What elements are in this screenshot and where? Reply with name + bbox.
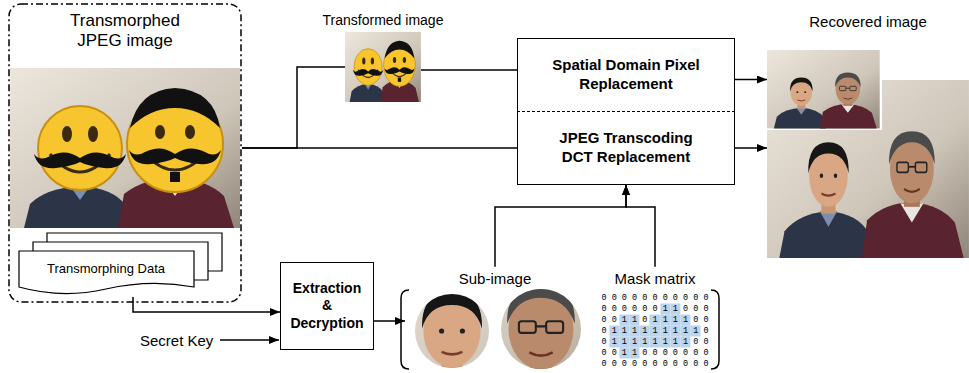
key-arrow [220, 339, 279, 341]
key-label: Secret Key [140, 332, 213, 349]
image-heading: Mask matrix [615, 270, 696, 287]
matrix-row: 0 1 1 1 1 1 1 1 1 0 0 [601, 337, 708, 348]
bracket [711, 290, 719, 369]
box-label: JPEG Transcoding DCT Replacement [551, 129, 701, 167]
photo-frame [765, 48, 882, 130]
connector [735, 147, 767, 149]
transformed-photo [345, 32, 421, 102]
matrix-row: 0 0 1 1 0 1 1 1 1 0 0 [601, 315, 708, 326]
data-stack: Transmorphing Data [18, 231, 223, 297]
sheet-text-area: Transmorphing Data [18, 251, 194, 287]
matrix-row: 0 0 1 1 0 0 0 0 0 0 0 [601, 348, 708, 359]
box-label: Spatial Domain Pixel Replacement [551, 56, 701, 94]
frame-title: Transmorphed JPEG image [50, 11, 200, 52]
sheet-label: Transmorphing Data [47, 261, 165, 277]
matrix-row: 0 0 0 0 0 0 1 1 0 0 0 [601, 304, 708, 315]
connector [242, 67, 345, 148]
dashed-border [9, 4, 241, 302]
heading-area: Recovered image [809, 13, 927, 30]
recovered-photo-small [767, 50, 880, 128]
process-box: Extraction & Decryption [280, 262, 374, 350]
bracket [401, 290, 409, 369]
matrix-row: 0 0 0 0 0 0 0 0 0 0 0 [601, 359, 708, 370]
image-heading: Transformed image [323, 12, 444, 28]
connector [735, 79, 767, 81]
container-frame: Transmorphed JPEG imageTransmorphing Dat… [8, 3, 242, 303]
connector [421, 69, 517, 71]
connector [374, 320, 405, 322]
image-heading: Recovered image [809, 13, 927, 30]
connector [133, 297, 280, 312]
connector [626, 185, 655, 267]
matrix-row: 0 0 0 0 0 0 0 0 0 0 0 [601, 293, 708, 304]
matrix-panel: Mask matrix0 0 0 0 0 0 0 0 0 0 00 0 0 0 … [598, 292, 712, 370]
process-box: JPEG Transcoding DCT Replacement [517, 111, 735, 185]
image-panel: Transformed image [345, 32, 421, 102]
heading-area: Sub-image [459, 270, 532, 287]
process-box: Spatial Domain Pixel Replacement [517, 38, 735, 111]
matrix-row: 0 1 1 1 1 1 1 1 1 1 0 [601, 326, 708, 337]
heading-area: Transformed image [323, 12, 444, 28]
connector [495, 185, 626, 267]
heading-area: Mask matrix [615, 270, 696, 287]
image-heading: Sub-image [459, 270, 532, 287]
image-panel: Recovered image [767, 48, 969, 258]
transmorphed-photo [10, 68, 240, 228]
paper-sheet [19, 251, 194, 294]
image-panel: Sub-image [405, 292, 585, 370]
box-label: Extraction & Decryption [287, 280, 367, 333]
matrix-grid: 0 0 0 0 0 0 0 0 0 0 00 0 0 0 0 0 1 1 0 0… [601, 293, 708, 370]
connector [242, 147, 517, 149]
